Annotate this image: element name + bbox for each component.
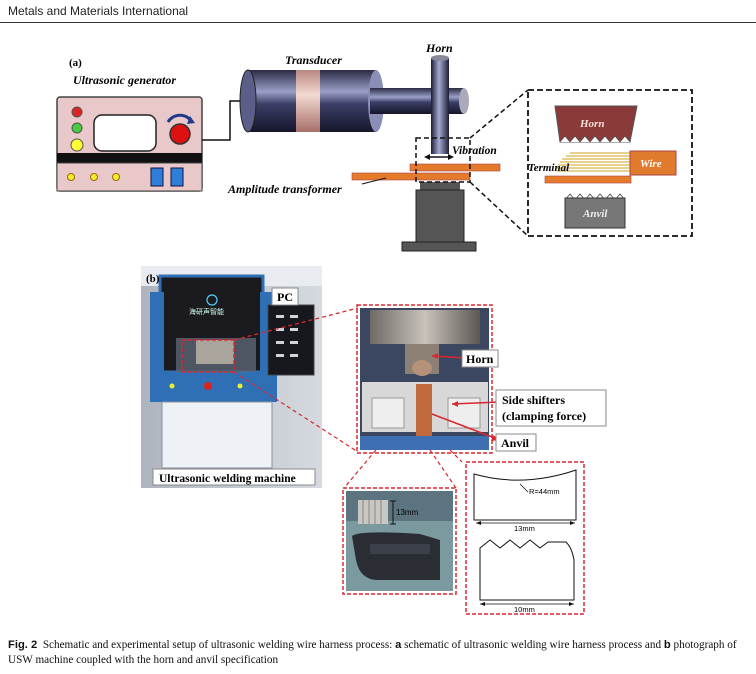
- panel-b-label: (b): [146, 273, 160, 285]
- dim-radius: R=44mm: [529, 487, 560, 496]
- header-rule: [0, 22, 756, 23]
- caption-part-a: a: [395, 639, 402, 651]
- anvil-profile: [479, 539, 575, 601]
- caption-fig-label: Fig. 2: [8, 639, 38, 651]
- caption-text-1: Schematic and experimental setup of ultr…: [42, 639, 396, 651]
- dim-photo-height: 13mm: [396, 508, 419, 517]
- horn-label: Horn: [425, 41, 453, 55]
- callout-clamping-force: (clamping force): [502, 409, 586, 423]
- dim-bottom-width: 10mm: [514, 605, 535, 614]
- detail-anvil-label: Anvil: [582, 208, 608, 220]
- callout-anvil: Anvil: [501, 436, 530, 450]
- callout-side-shifters: Side shifters: [502, 393, 565, 407]
- dim-top-width: 13mm: [514, 524, 535, 533]
- detail-wire: [629, 150, 677, 176]
- journal-header: Metals and Materials International: [8, 4, 189, 18]
- detail-horn-label: Horn: [579, 118, 604, 130]
- wire-plate: [409, 163, 501, 172]
- machine-caption-label: Ultrasonic welding machine: [159, 473, 296, 485]
- anvil-base: [401, 182, 477, 252]
- caption-part-b: b: [663, 639, 671, 651]
- horn-profile: [473, 469, 577, 521]
- detail-anvil: [564, 197, 626, 229]
- detail-wire-label: Wire: [640, 158, 662, 170]
- detail-terminal-label: Terminal: [528, 162, 570, 174]
- detail-wire-strands: [556, 152, 632, 172]
- horn: [431, 55, 449, 154]
- machine-photo: 海研声智能: [141, 266, 322, 488]
- anvil-photo: [346, 491, 453, 591]
- transducer-label: Transducer: [285, 53, 342, 67]
- ultrasonic-generator-label: Ultrasonic generator: [73, 73, 176, 87]
- vibration-label: Vibration: [452, 145, 497, 157]
- caption-text-2: schematic of ultrasonic welding wire har…: [401, 639, 664, 651]
- generator-power-button: [169, 123, 191, 145]
- transducer: [239, 69, 469, 133]
- figure-caption: Fig. 2 Schematic and experimental setup …: [8, 638, 748, 668]
- terminal-plate: [351, 172, 471, 181]
- panel-a-label: (a): [69, 57, 82, 69]
- ultrasonic-generator: [56, 96, 203, 192]
- horn-anvil-spec: [465, 461, 585, 615]
- machine-brand-text: 海研声智能: [189, 307, 224, 316]
- amplitude-transformer-label: Amplitude transformer: [227, 182, 342, 196]
- generator-display: [93, 114, 157, 152]
- detail-terminal: [544, 175, 632, 184]
- pc-label: PC: [277, 290, 293, 304]
- horn-anvil-closeup: [360, 308, 489, 450]
- callout-horn: Horn: [466, 352, 494, 366]
- caption-text-3: photograph of USW machine coupled with t…: [8, 639, 737, 666]
